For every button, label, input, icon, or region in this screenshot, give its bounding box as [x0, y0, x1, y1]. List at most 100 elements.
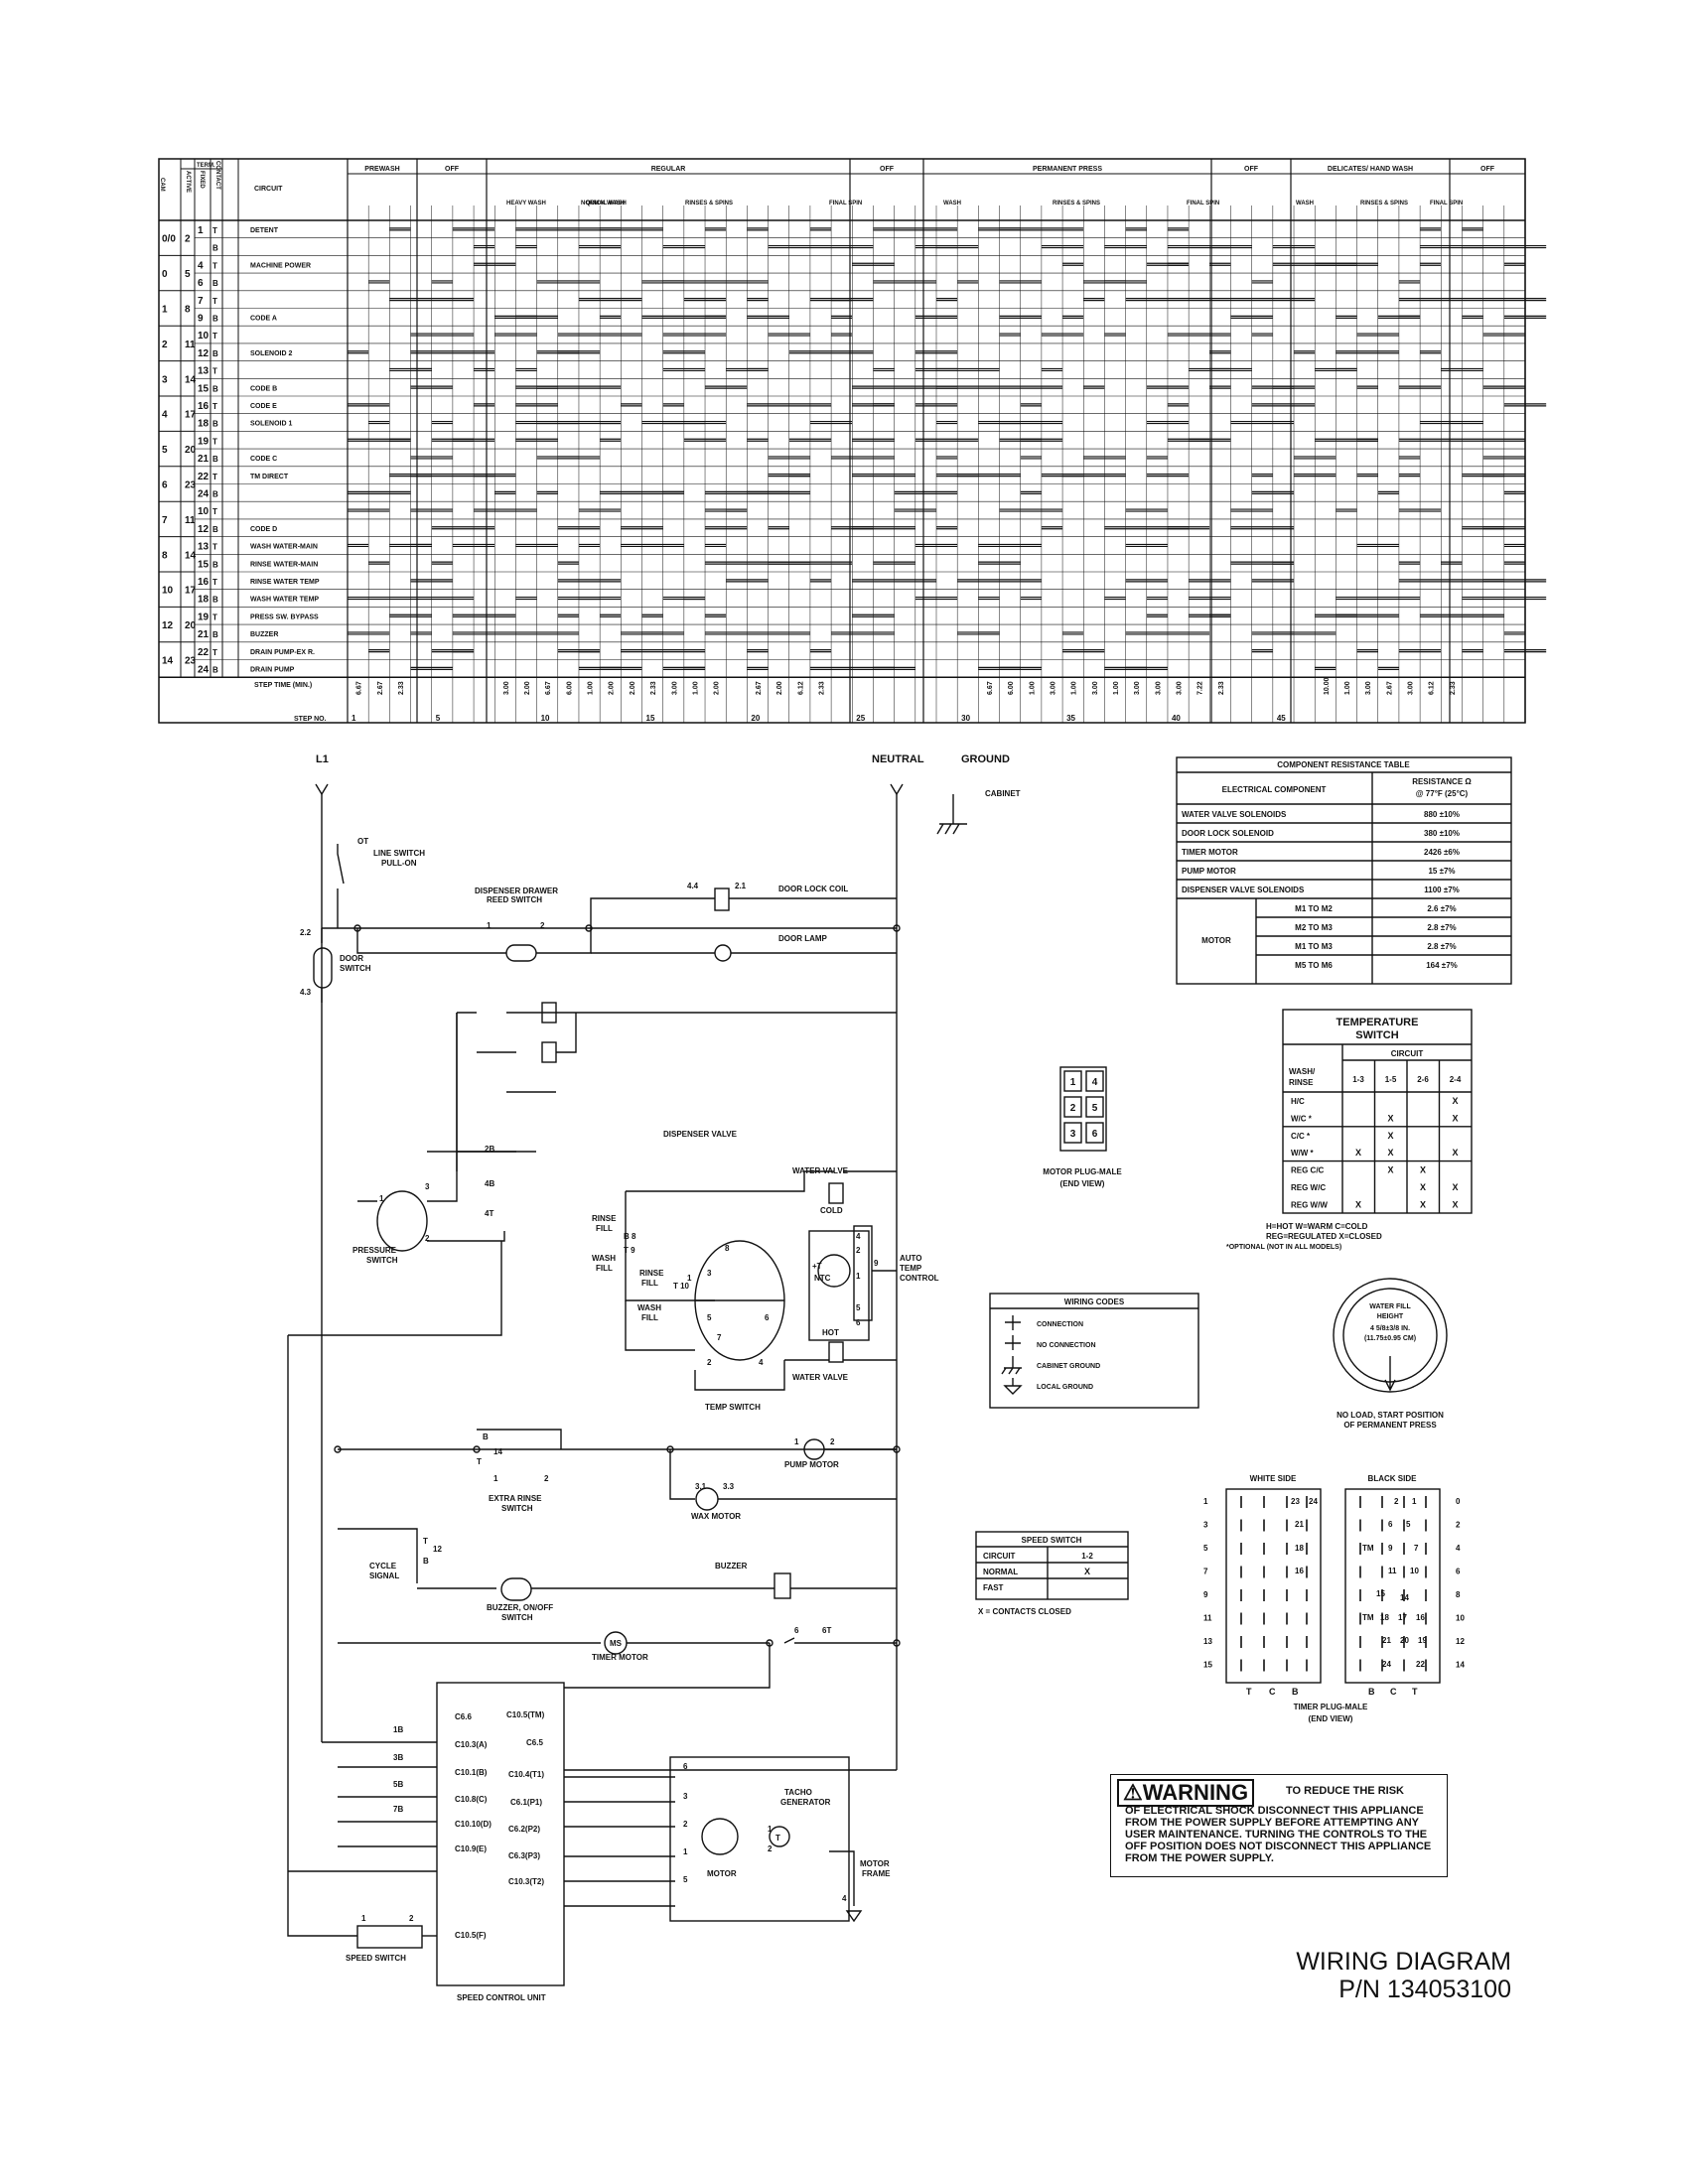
motor-winding-value: 2.8 ±7% [1427, 942, 1456, 951]
temp-setting: REG W/C [1291, 1183, 1326, 1192]
schematic-cs-t-label: T [423, 1537, 428, 1546]
fixed-term: 16 [198, 401, 210, 412]
schematic-speed-switch-label: SPEED SWITCH [346, 1954, 406, 1963]
step-time: 1.00 [1029, 681, 1036, 695]
schematic-er-b-label: B [483, 1433, 489, 1441]
schematic-wf2-label: FILL [641, 1313, 658, 1322]
step-time: 3.00 [1408, 681, 1415, 695]
schematic-wash-fill2-label: FILL [596, 1264, 613, 1273]
schematic-pump-motor-label: PUMP MOTOR [784, 1460, 839, 1469]
step-time: 2.00 [524, 681, 531, 695]
resistance-table-title: COMPONENT RESISTANCE TABLE [1277, 760, 1410, 769]
schematic-ps1-label: 1 [379, 1194, 384, 1203]
schematic-c61p1-label: C6.1(P1) [510, 1798, 542, 1807]
motor-plug-pin-number: 6 [1092, 1129, 1098, 1140]
program-subgroup-label: QUICK WASH [586, 201, 625, 206]
motor-plug-pin-number: 1 [1070, 1077, 1076, 1088]
contact-letter: B [212, 349, 218, 358]
warning-first-line: TO REDUCE THE RISK [1286, 1785, 1404, 1797]
schematic-p5-label: 5 [856, 1303, 861, 1312]
speed-switch-note: X = CONTACTS CLOSED [978, 1607, 1071, 1616]
schematic-dl-2-label: 2.1 [735, 882, 747, 890]
program-subgroup-label: FINAL SPIN [1430, 201, 1463, 206]
timer-plug-terminal: 6 [1456, 1568, 1461, 1576]
schematic-t4b-label: 4B [485, 1179, 494, 1188]
schematic-er-2-label: 2 [544, 1474, 549, 1483]
contact-letter: T [212, 297, 217, 306]
temp-legend: H=HOT W=WARM C=COLD [1266, 1222, 1368, 1231]
schematic-door-lock-label: DOOR LOCK COIL [778, 885, 848, 893]
resistance-value: 380 ±10% [1424, 829, 1460, 838]
active-term: 14 [185, 550, 197, 561]
temp-setting: W/W * [1291, 1149, 1315, 1158]
temp-circuit-header: CIRCUIT [1391, 1049, 1424, 1058]
timer-plug-wire: 24 [1382, 1660, 1391, 1669]
schematic-er-t-label: T [477, 1457, 482, 1466]
contact-letter: T [212, 402, 217, 411]
schematic-pressure1-label: PRESSURE [352, 1246, 397, 1255]
timer-plug-label: (END VIEW) [1309, 1714, 1353, 1723]
fixed-term: 15 [198, 383, 210, 394]
temp-closed-mark: X [1355, 1148, 1361, 1158]
circuit-name: PRESS SW. BYPASS [250, 614, 319, 620]
contact-letter: T [212, 543, 217, 552]
step-time: 2.67 [377, 681, 384, 695]
step-number: 20 [751, 714, 760, 723]
schematic-t4t-label: 4T [485, 1209, 493, 1218]
timer-plug-terminal: 7 [1203, 1568, 1208, 1576]
contact-letter: T [212, 578, 217, 587]
water-fill-label: HEIGHT [1377, 1313, 1404, 1320]
timer-plug-terminal: 1 [1203, 1497, 1208, 1506]
schematic-tg-2-label: 2 [768, 1844, 773, 1853]
schematic-rf1-label: RINSE [639, 1269, 664, 1278]
schematic-dispenser-valve-label: DISPENSER VALVE [663, 1130, 738, 1139]
contact-letter: B [212, 560, 218, 569]
motor-plug-label: MOTOR PLUG-MALE [1043, 1167, 1122, 1176]
timer-plug-black-side: BLACK SIDE [1368, 1474, 1418, 1483]
circuit-name: RINSE WATER TEMP [250, 579, 320, 586]
step-time: 3.00 [503, 681, 510, 695]
wiring-code-item: CONNECTION [1037, 1321, 1083, 1328]
schematic-p9-label: 9 [874, 1259, 879, 1268]
schematic-ntc-label: NTC [814, 1274, 831, 1283]
temp-legend: *OPTIONAL (NOT IN ALL MODELS) [1226, 1244, 1341, 1251]
circuit-name: SOLENOID 1 [250, 421, 293, 428]
step-time: 2.00 [630, 681, 636, 695]
schematic-line-switch-label: LINE SWITCH [373, 849, 425, 858]
schematic-ground-label: GROUND [961, 753, 1010, 765]
circuit-name: CODE B [250, 385, 277, 392]
step-number: 5 [436, 714, 441, 723]
schematic-ts2-label: 2 [707, 1358, 712, 1367]
water-fill-note: NO LOAD, START POSITION [1336, 1411, 1444, 1420]
schematic-c105tm-label: C10.5(TM) [506, 1710, 545, 1719]
timer-plug-wire: 6 [1388, 1520, 1393, 1529]
step-time: 2.67 [756, 681, 763, 695]
schematic-door-switch1-label: DOOR [340, 954, 363, 963]
step-time: 2.33 [1450, 681, 1457, 695]
schematic-t6t-label: 6T [822, 1626, 831, 1635]
schematic-atc2-label: TEMP [900, 1264, 922, 1273]
fixed-term: 16 [198, 577, 210, 588]
schematic-ntc-t-label: +T [812, 1262, 822, 1271]
contact-letter: B [212, 490, 218, 499]
active-term: 14 [185, 374, 197, 385]
program-group-label: OFF [445, 166, 460, 173]
temp-switch-title: TEMPERATURE [1336, 1017, 1419, 1028]
fixed-term: 7 [198, 296, 204, 307]
schematic-ts1-label: 1 [687, 1274, 692, 1283]
cam-header: CAM [159, 178, 165, 192]
schematic-cabinet-label: CABINET [985, 789, 1021, 798]
timer-plug-wire: 22 [1416, 1660, 1425, 1669]
program-subgroup-label: HEAVY WASH [506, 201, 546, 206]
timer-plug-wire: 15 [1376, 1589, 1385, 1598]
fixed-term: 6 [198, 278, 204, 289]
circuit-name: DETENT [250, 227, 279, 234]
cam-number: 0 [162, 269, 168, 280]
timer-sequence-chart [158, 158, 1547, 724]
fixed-term: 21 [198, 454, 210, 465]
contact-letter: T [212, 261, 217, 270]
schematic-dl-4-label: 4.4 [687, 882, 699, 890]
temp-setting: W/C * [1291, 1114, 1313, 1123]
motor-winding-value: 164 ±7% [1426, 961, 1458, 970]
circuit-name: SOLENOID 2 [250, 350, 293, 357]
